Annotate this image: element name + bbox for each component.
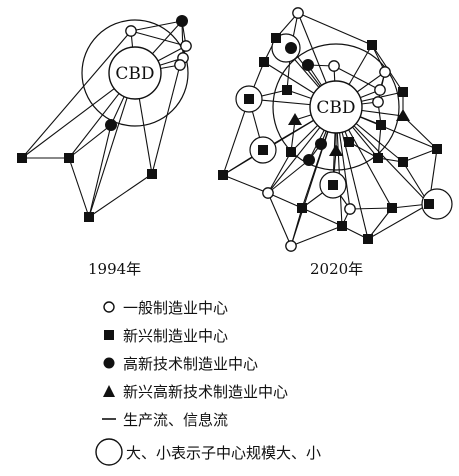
legend-text: 大、小表示子中心规模大、小	[126, 443, 322, 462]
caption-1994: 1994年	[88, 260, 142, 278]
legend-general: 一般制造业中心	[95, 296, 228, 318]
general-center-node	[180, 40, 192, 52]
flow-line	[151, 64, 181, 175]
hightech-center-node	[315, 138, 327, 150]
flow-line-2020	[267, 151, 292, 194]
flow-line-2020	[367, 203, 430, 240]
flow-line	[88, 124, 112, 218]
emerging-center-node	[147, 169, 157, 179]
legend-emerging-hightech: 新兴高新技术制造业中心	[95, 380, 288, 402]
cbd-outer-ring-1994	[81, 19, 189, 127]
cbd-core-1994	[108, 46, 162, 100]
general-center-node	[328, 60, 340, 72]
flow-line	[68, 157, 90, 218]
emerging-hightech-center-node	[396, 109, 410, 121]
general-center-node	[344, 203, 356, 215]
emerging-hightech-center-node	[329, 144, 343, 156]
flow-line-2020	[367, 207, 393, 240]
hightech-center-node	[302, 59, 314, 71]
cbd-outer-ring-2020	[272, 43, 400, 171]
cbd-core-2020	[309, 80, 363, 134]
emerging-center-node	[218, 170, 228, 180]
filled-triangle-icon	[95, 384, 123, 398]
flow-line-2020	[402, 148, 438, 163]
flow-line	[181, 20, 184, 59]
emerging-center-node	[424, 199, 434, 209]
cbd-label-2020: CBD	[316, 98, 355, 118]
emerging-center-node	[367, 40, 377, 50]
general-center-node	[262, 187, 274, 199]
emerging-center-node	[286, 147, 296, 157]
flow-line-2020	[333, 65, 381, 91]
legend-emerging: 新兴制造业中心	[95, 324, 228, 346]
flow-line-2020	[267, 159, 310, 194]
hightech-center-node	[285, 42, 297, 54]
general-center-node	[374, 84, 386, 96]
big-circle-icon	[92, 437, 126, 467]
emerging-center-node	[398, 87, 408, 97]
flow-line	[130, 20, 183, 32]
flow-line	[21, 30, 132, 159]
open-circle-icon	[95, 300, 123, 314]
flow-line-2020	[290, 207, 303, 247]
legend-hightech: 高新技术制造业中心	[95, 352, 258, 374]
legend-text: 新兴高新技术制造业中心	[123, 382, 289, 401]
general-center-node	[285, 240, 297, 252]
filled-square-icon	[95, 328, 123, 342]
flow-line-2020	[290, 225, 343, 247]
flow-line-2020	[267, 192, 292, 247]
flow-line-2020	[349, 207, 393, 210]
emerging-center-node	[373, 153, 383, 163]
emerging-center-node	[259, 57, 269, 67]
hightech-center-node	[303, 154, 315, 166]
emerging-center-node	[84, 212, 94, 222]
legend-text: 一般制造业中心	[123, 298, 229, 317]
emerging-center-node	[387, 203, 397, 213]
flow-line	[130, 30, 187, 47]
filled-circle-icon	[95, 356, 123, 370]
general-center-node	[372, 96, 384, 108]
flow-line	[88, 173, 153, 218]
legend-text: 高新技术制造业中心	[123, 354, 259, 373]
emerging-center-node	[297, 203, 307, 213]
hightech-center-node	[176, 15, 188, 27]
flow-line-icon	[95, 412, 123, 426]
flow-line-2020	[267, 192, 303, 209]
general-center-node	[379, 66, 391, 78]
general-center-node	[174, 59, 186, 71]
emerging-center-node	[258, 145, 268, 155]
hightech-center-node	[105, 119, 117, 131]
flow-line-2020	[290, 119, 296, 153]
legend-text: 新兴制造业中心	[123, 326, 229, 345]
emerging-center-node	[271, 33, 281, 43]
emerging-center-node	[432, 144, 442, 154]
emerging-center-node	[64, 153, 74, 163]
flow-line-2020	[377, 124, 382, 159]
emerging-center-node	[398, 157, 408, 167]
general-center-node	[292, 7, 304, 19]
emerging-center-node	[344, 137, 354, 147]
legend-scale: 大、小表示子中心规模大、小	[92, 437, 321, 467]
general-center-node	[125, 25, 137, 37]
flow-line	[68, 124, 112, 159]
emerging-center-node	[328, 180, 338, 190]
flow-line-2020	[297, 12, 373, 46]
legend-flow: 生产流、信息流	[95, 408, 228, 430]
emerging-center-node	[282, 85, 292, 95]
emerging-center-node	[363, 234, 373, 244]
emerging-center-node	[244, 94, 254, 104]
subcenter-scale-ring	[421, 188, 453, 220]
emerging-center-node	[376, 120, 386, 130]
emerging-center-node	[337, 221, 347, 231]
emerging-center-node	[17, 153, 27, 163]
cbd-label-1994: CBD	[115, 64, 154, 84]
flow-line-2020	[301, 207, 343, 227]
emerging-hightech-center-node	[288, 113, 302, 125]
flow-line-2020	[402, 115, 438, 150]
legend-text: 生产流、信息流	[123, 410, 229, 429]
flow-line-2020	[222, 174, 269, 194]
caption-2020: 2020年	[310, 260, 364, 278]
